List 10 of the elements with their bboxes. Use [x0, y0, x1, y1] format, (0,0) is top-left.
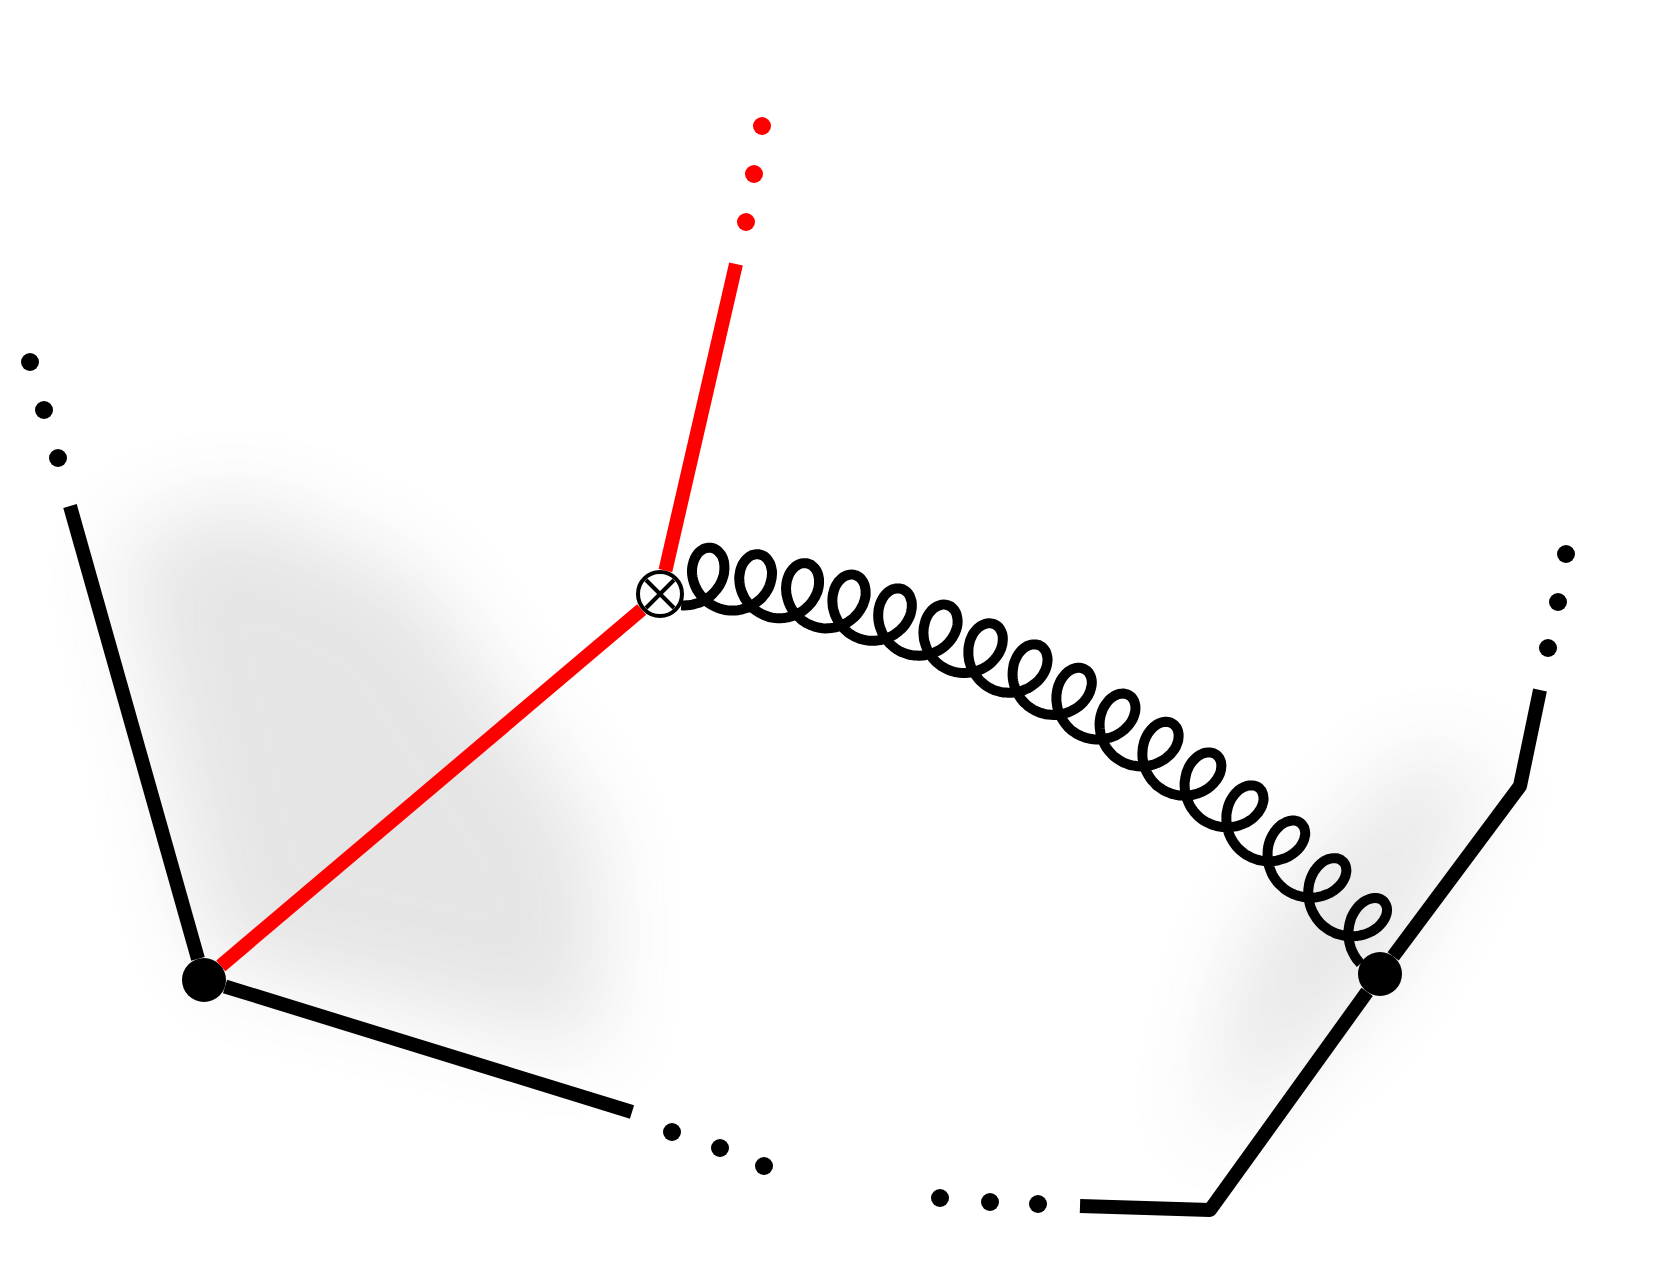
- crossed-vertex: [636, 570, 684, 618]
- gluon-line: [679, 542, 1392, 967]
- propagator-line: [1079, 987, 1373, 1217]
- vertex-dot: [1358, 952, 1402, 996]
- propagator-line: [63, 504, 205, 961]
- propagator-line: [216, 604, 647, 972]
- propagator-line: [658, 262, 743, 573]
- propagator-line: [1387, 688, 1547, 961]
- vertex-dot: [182, 958, 226, 1002]
- propagator-line: [222, 979, 635, 1119]
